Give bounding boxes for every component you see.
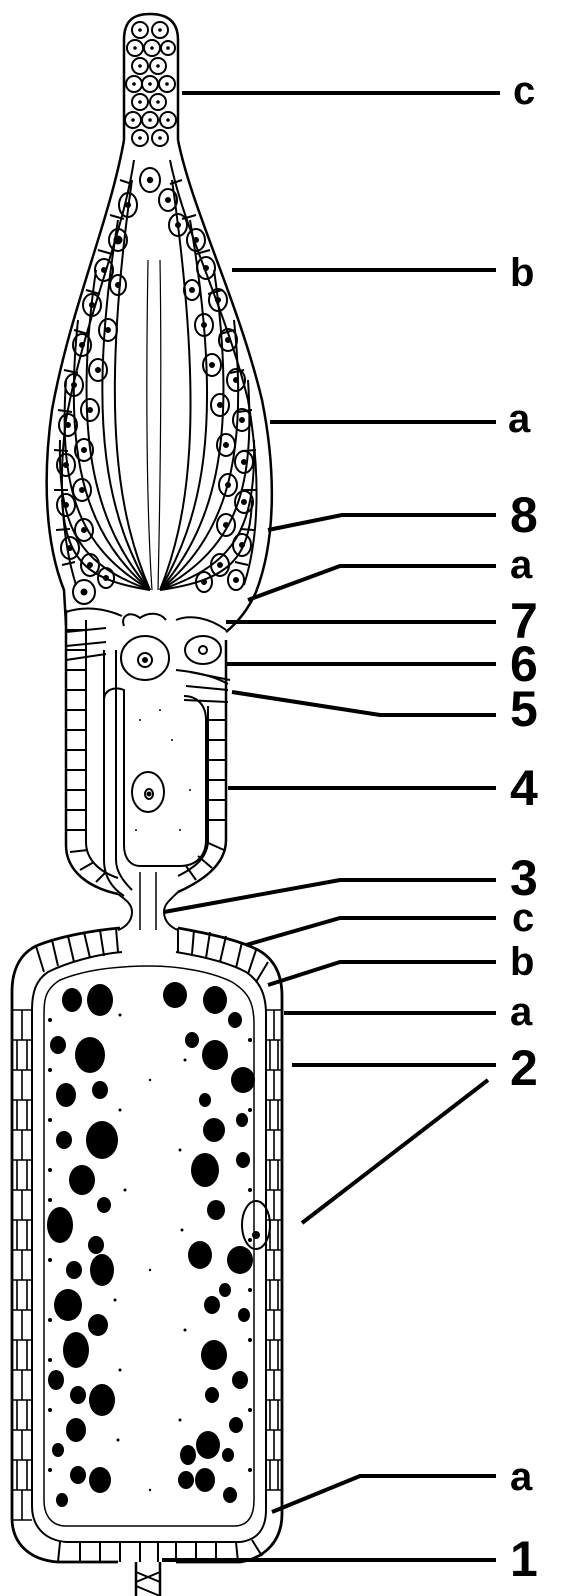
label-a-bottom: a (510, 1455, 533, 1499)
leader-line-a-mid (248, 566, 496, 600)
label-c-low: c (512, 896, 534, 940)
label-4: 4 (510, 760, 538, 816)
label-b-low: b (510, 940, 534, 984)
label-5: 5 (510, 681, 538, 737)
mature-follicle (12, 928, 282, 1562)
pedicel (136, 1562, 160, 1596)
interfollicular-stalk (118, 872, 178, 930)
label-8: 8 (510, 487, 538, 543)
label-a-mid: a (510, 543, 533, 587)
leader-lines (162, 93, 500, 1560)
terminal-filament (124, 14, 178, 146)
label-c-top: c (513, 69, 535, 113)
germarium (47, 140, 272, 632)
leader-line-2b (302, 1080, 488, 1223)
labels: c b a 8 a 7 6 5 4 3 c b a 2 a 1 (508, 69, 538, 1587)
leader-line-3 (164, 880, 496, 912)
label-a-top: a (508, 397, 531, 441)
leader-line-5 (232, 692, 496, 715)
leader-line-b-low (268, 962, 496, 985)
leader-line-8 (268, 515, 496, 530)
label-a-low: a (510, 990, 533, 1034)
yolk-granules (47, 982, 255, 1507)
ovariole-drawing (12, 14, 282, 1596)
leader-line-a-bottom (272, 1476, 496, 1512)
label-2: 2 (510, 1040, 538, 1096)
young-follicle (66, 609, 230, 702)
label-1: 1 (510, 1531, 538, 1587)
label-b-top: b (510, 251, 534, 295)
leader-line-c-low (246, 918, 496, 945)
